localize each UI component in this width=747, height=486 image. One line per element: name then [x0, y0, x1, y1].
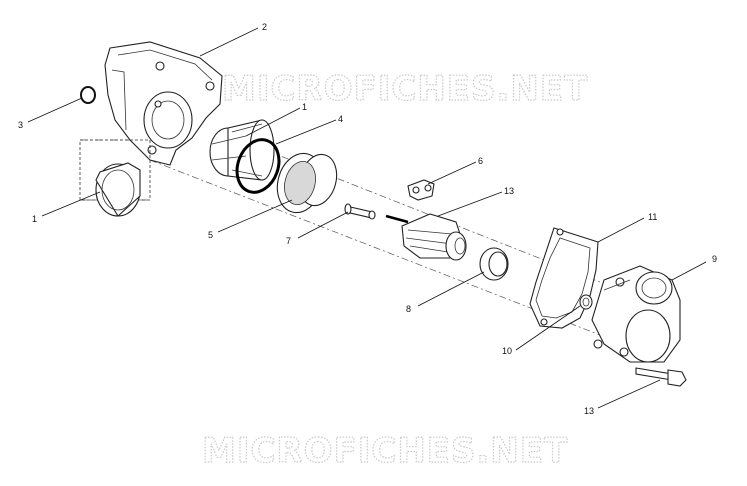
- callout-5: 5: [208, 230, 213, 240]
- part-seal-cylinder: [209, 119, 275, 181]
- part-plug: [579, 294, 593, 310]
- part-pin: [344, 203, 376, 220]
- callout-10: 10: [502, 346, 512, 356]
- callout-6: 6: [478, 156, 483, 166]
- leader-lines: [27, 27, 707, 409]
- callout-labels: 2 3 1 4 1 5 7 6 13 8 11 9 10 13: [18, 22, 717, 416]
- callout-9: 9: [712, 254, 717, 264]
- callout-8: 8: [406, 304, 411, 314]
- part-clip: [407, 179, 435, 201]
- part-washer: [479, 247, 509, 281]
- callout-13-top: 13: [504, 186, 514, 196]
- part-sleeve: [276, 152, 338, 214]
- callout-11: 11: [648, 212, 657, 222]
- part-pump-cover: [591, 265, 681, 363]
- callout-4: 4: [338, 114, 343, 124]
- callout-3: 3: [18, 120, 23, 130]
- callout-13-bottom: 13: [584, 406, 594, 416]
- watermark-top: MICROFICHES.NET: [222, 69, 588, 109]
- callout-7: 7: [286, 236, 291, 246]
- part-small-oring: [80, 86, 96, 104]
- part-housing: [104, 41, 223, 166]
- part-bolt: [635, 367, 687, 387]
- part-impeller: [385, 213, 467, 261]
- callout-1-left: 1: [32, 214, 37, 224]
- part-large-oring: [235, 138, 281, 194]
- watermark-bottom: MICROFICHES.NET: [202, 431, 568, 471]
- callout-1-top: 1: [302, 102, 307, 112]
- part-cup-left: [79, 139, 151, 217]
- callout-2: 2: [262, 22, 267, 32]
- part-gasket: [529, 227, 599, 329]
